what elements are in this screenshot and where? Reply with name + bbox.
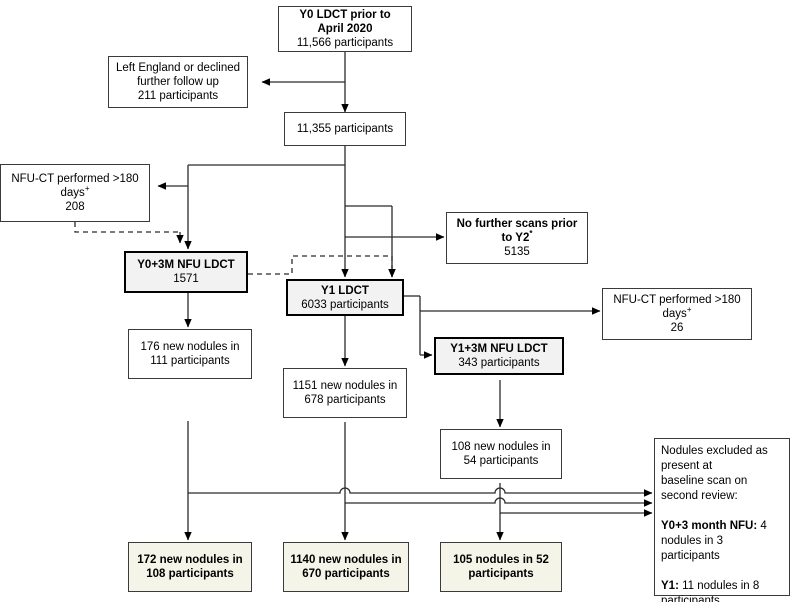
excluded-heading-line1: Nodules excluded as present at xyxy=(661,445,768,472)
node-final-172-nodules: 172 new nodules in 108 participants xyxy=(128,542,252,592)
node-line: 108 participants xyxy=(146,568,234,580)
excluded-item-y0-3month: Y0+3 month NFU: 4 nodules in 3 participa… xyxy=(661,520,767,562)
node-y1-ldct: Y1 LDCT 6033 participants xyxy=(286,279,404,316)
node-y0-ldct: Y0 LDCT prior to April 2020 11,566 parti… xyxy=(278,6,412,52)
node-line: 1571 xyxy=(173,273,199,285)
node-line: NFU-CT performed >180 xyxy=(613,294,741,306)
node-y1-3m-nfu-ldct: Y1+3M NFU LDCT 343 participants xyxy=(434,337,564,375)
node-1151-new-nodules: 1151 new nodules in 678 participants xyxy=(283,368,407,418)
node-nfu-ct-208: NFU-CT performed >180 days+ 208 xyxy=(0,164,150,222)
node-no-further-scans: No further scans prior to Y2* 5135 xyxy=(446,212,588,264)
node-line: 211 participants xyxy=(137,90,219,102)
node-line: Left England or declined xyxy=(115,62,241,74)
node-line: to Y2* xyxy=(501,229,533,244)
node-line: No further scans prior xyxy=(456,218,578,230)
node-line: 670 participants xyxy=(302,568,390,580)
node-line: 208 xyxy=(65,201,85,213)
spacer xyxy=(661,564,664,579)
node-line: participants xyxy=(468,568,534,580)
node-line: 5135 xyxy=(504,246,530,258)
dagger-marker: + xyxy=(84,184,90,194)
node-line: 1140 new nodules in xyxy=(290,554,402,566)
node-y0-3m-nfu-ldct: Y0+3M NFU LDCT 1571 xyxy=(124,251,248,293)
asterisk-marker: * xyxy=(529,229,533,239)
node-line: 108 new nodules in xyxy=(451,441,551,453)
node-line: 54 participants xyxy=(463,455,539,467)
node-line: Y0+3M NFU LDCT xyxy=(137,259,235,271)
node-line: 678 participants xyxy=(304,394,386,406)
node-line: Y1 LDCT xyxy=(321,284,369,297)
node-108-new-nodules: 108 new nodules in 54 participants xyxy=(440,429,562,479)
node-nfu-ct-26: NFU-CT performed >180 days+ 26 xyxy=(602,288,752,340)
dagger-marker: + xyxy=(686,305,692,315)
node-line: 172 new nodules in xyxy=(137,554,243,566)
node-line: 11,566 participants xyxy=(296,37,394,49)
node-line: 26 xyxy=(670,322,684,334)
node-line: April 2020 xyxy=(317,23,373,35)
node-line: 11,355 participants xyxy=(296,123,394,135)
excluded-heading-line2: baseline scan on second review: xyxy=(661,475,748,502)
node-line: NFU-CT performed >180 xyxy=(11,173,139,185)
node-line: 111 participants xyxy=(150,355,230,367)
node-line: 105 nodules in 52 xyxy=(453,554,549,566)
excluded-item-y1: Y1: 11 nodules in 8 participants xyxy=(661,580,760,602)
node-line: 176 new nodules in xyxy=(140,341,240,353)
node-left-england-declined: Left England or declined further follow … xyxy=(108,56,248,108)
node-line: Y1+3M NFU LDCT xyxy=(450,343,548,355)
node-line: 343 participants xyxy=(458,357,540,369)
node-line: 1151 new nodules in xyxy=(292,380,398,392)
node-line: Y0 LDCT prior to xyxy=(299,9,391,21)
node-11355-participants: 11,355 participants xyxy=(284,112,406,146)
node-line: 6033 participants xyxy=(301,298,389,311)
spacer xyxy=(661,504,664,519)
node-nodules-excluded: Nodules excluded as present at baseline … xyxy=(654,438,790,602)
node-line: further follow up xyxy=(137,76,219,88)
node-final-105-nodules: 105 nodules in 52 participants xyxy=(440,542,562,592)
node-line: days+ xyxy=(60,184,90,199)
node-final-1140-nodules: 1140 new nodules in 670 participants xyxy=(283,542,409,592)
node-176-new-nodules: 176 new nodules in 111 participants xyxy=(128,329,252,379)
node-line: days+ xyxy=(662,305,692,320)
